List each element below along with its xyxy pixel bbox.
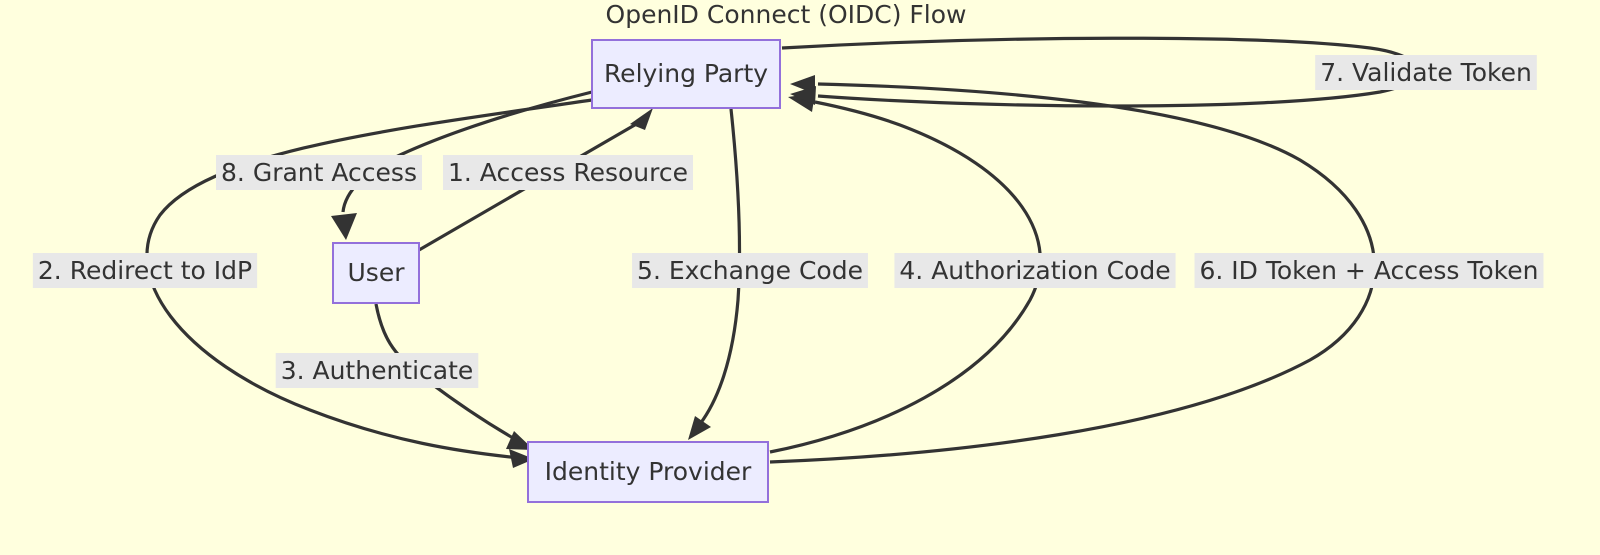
- edge-5-exchange-code: [688, 108, 742, 440]
- edge-label-6-text: 6. ID Token + Access Token: [1199, 256, 1538, 285]
- edge-label-2-text: 2. Redirect to IdP: [38, 256, 252, 285]
- edge-label-3-text: 3. Authenticate: [281, 356, 474, 385]
- arrow-head-5: [688, 416, 711, 440]
- edge-label-8-bg: [216, 155, 422, 190]
- edge-label-4: 4. Authorization Code: [894, 253, 1176, 288]
- edge-label-7-text: 7. Validate Token: [1320, 58, 1532, 87]
- edge-label-3: 3. Authenticate: [275, 353, 479, 388]
- arrow-head-2: [509, 449, 534, 468]
- arrow-head-7: [790, 86, 816, 105]
- node-user[interactable]: User: [332, 242, 420, 304]
- edge-label-5-text: 5. Exchange Code: [637, 256, 863, 285]
- edge-label-1: 1. Access Resource: [443, 155, 693, 190]
- edge-label-2-bg: [32, 253, 258, 288]
- edge-label-1-text: 1. Access Resource: [448, 158, 688, 187]
- node-relying-party-label: Relying Party: [604, 59, 768, 88]
- edge-path-8: [341, 90, 593, 213]
- node-relying-party[interactable]: Relying Party: [591, 39, 781, 109]
- edge-label-6: 6. ID Token + Access Token: [1194, 253, 1544, 288]
- node-user-box[interactable]: [332, 242, 420, 304]
- node-relying-party-box[interactable]: [591, 39, 781, 109]
- edge-label-2: 2. Redirect to IdP: [32, 253, 258, 288]
- arrow-head-1: [630, 108, 653, 130]
- node-user-label: User: [348, 258, 406, 287]
- edge-label-6-bg: [1194, 253, 1544, 288]
- edge-path-4: [769, 100, 1042, 454]
- page-title: OpenID Connect (OIDC) Flow: [606, 0, 967, 29]
- edge-label-8: 8. Grant Access: [216, 155, 422, 190]
- node-layer: Relying Party User Identity Provider: [332, 39, 781, 503]
- edge-label-4-text: 4. Authorization Code: [899, 256, 1170, 285]
- edge-label-3-bg: [275, 353, 479, 388]
- edge-label-5: 5. Exchange Code: [632, 253, 868, 288]
- edge-label-layer: 1. Access Resource 2. Redirect to IdP 3.…: [32, 55, 1544, 388]
- arrow-head-8: [331, 213, 357, 240]
- edge-label-5-bg: [632, 253, 868, 288]
- edge-label-7: 7. Validate Token: [1315, 55, 1537, 90]
- node-identity-provider-box[interactable]: [527, 441, 769, 503]
- node-identity-provider[interactable]: Identity Provider: [527, 441, 769, 503]
- edge-path-5: [698, 108, 742, 425]
- edge-label-7-bg: [1315, 55, 1537, 90]
- edge-label-4-bg: [894, 253, 1176, 288]
- node-identity-provider-label: Identity Provider: [545, 457, 752, 486]
- edge-label-8-text: 8. Grant Access: [221, 158, 417, 187]
- edge-label-1-bg: [443, 155, 693, 190]
